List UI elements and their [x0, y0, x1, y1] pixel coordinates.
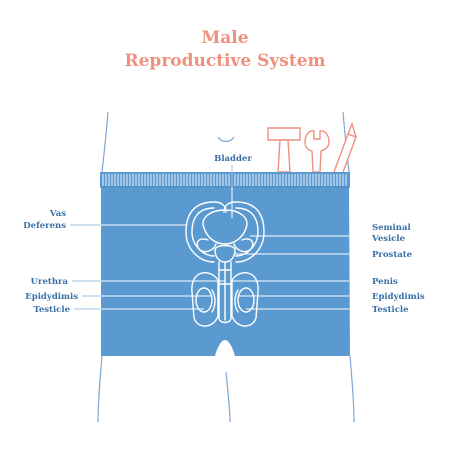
wrench-icon: [304, 130, 330, 173]
vas-deferens-left-inner: [191, 207, 215, 257]
label-testicle-left: Testicle: [33, 305, 70, 315]
label-testicle-right: Testicle: [372, 305, 409, 315]
label-vas-deferens-line2: Deferens: [23, 221, 66, 231]
label-seminal-vesicle-line1: Seminal: [372, 223, 411, 233]
title-line-2: Reproductive System: [124, 51, 325, 71]
label-epididymis-left: Epidydimis: [25, 292, 78, 302]
label-epididymis-right: Epidydimis: [372, 292, 425, 302]
penis-organ: [218, 261, 232, 324]
seminal-vesicle-right: [233, 238, 254, 253]
vas-deferens-left: [185, 201, 227, 263]
epididymis-left-organ: [211, 289, 216, 313]
label-seminal-vesicle-line2: Vesicle: [371, 234, 406, 244]
scrotum-right: [231, 272, 259, 327]
label-urethra: Urethra: [31, 277, 69, 287]
hammer-icon: [267, 127, 301, 173]
label-prostate: Prostate: [372, 250, 413, 260]
label-bladder: Bladder: [214, 154, 252, 164]
label-penis: Penis: [372, 277, 398, 287]
testicle-right-organ: [237, 287, 255, 313]
bladder-organ: [202, 209, 248, 245]
testicle-left-organ: [195, 287, 213, 313]
penis-segment: [218, 269, 232, 285]
title-line-1: Male: [201, 28, 248, 48]
scrotum: [191, 272, 219, 327]
leader-lines: [70, 165, 349, 310]
waistband-stripes: [102, 174, 347, 186]
epididymis-right-organ: [234, 289, 239, 313]
seminal-vesicle-left: [196, 238, 217, 253]
labels: Bladder Vas Deferens Seminal Vesicle Pro…: [23, 154, 425, 315]
label-vas-deferens-line1: Vas: [49, 209, 66, 219]
body-outline: [97, 111, 355, 423]
prostate-organ: [214, 244, 236, 263]
reproductive-organs: [185, 201, 265, 327]
